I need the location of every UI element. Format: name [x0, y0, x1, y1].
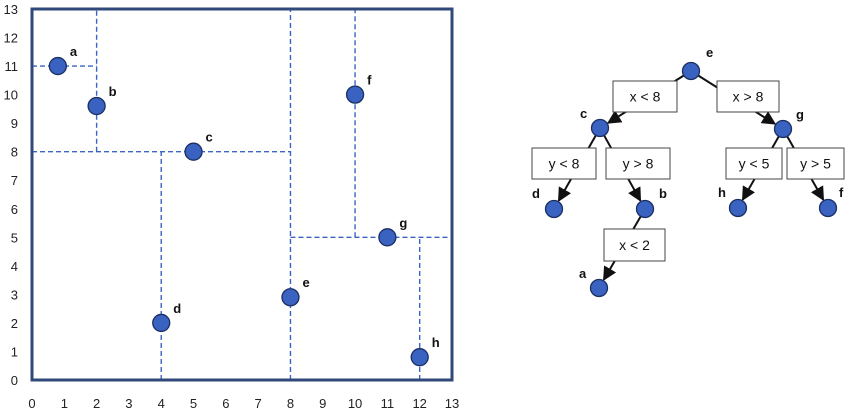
tree-node-label-b: b	[659, 186, 667, 201]
tree-edges	[557, 74, 825, 282]
x-tick-label: 7	[255, 396, 262, 411]
y-tick-label: 12	[4, 31, 18, 46]
point-label-g: g	[399, 215, 407, 230]
point-label-h: h	[432, 335, 440, 350]
condition-box-c-d	[531, 147, 597, 180]
tree-node-label-c: c	[580, 106, 587, 121]
x-tick-label: 2	[93, 396, 100, 411]
condition-label-g-f: y > 5	[800, 156, 831, 172]
point-g	[378, 228, 397, 247]
point-label-a: a	[70, 44, 78, 59]
tree-node-h	[728, 198, 748, 218]
tree-node-c	[590, 118, 610, 138]
condition-box-g-h	[725, 147, 783, 180]
condition-box-c-b	[605, 147, 671, 180]
y-tick-label: 4	[11, 259, 18, 274]
condition-label-e-c: x < 8	[630, 89, 661, 105]
x-tick-label: 9	[319, 396, 326, 411]
point-label-e: e	[302, 275, 309, 290]
x-tick-label: 8	[287, 396, 294, 411]
point-b	[87, 96, 106, 116]
y-tick-label: 5	[11, 230, 18, 245]
x-tick-label: 11	[381, 396, 395, 411]
tree-node-label-f: f	[839, 185, 844, 200]
point-f	[345, 85, 365, 104]
y-tick-label: 0	[11, 373, 18, 388]
split-condition-boxes: x < 8 x > 8 y < 8 y > 8 y < 5 y > 5 x < 2	[531, 80, 845, 262]
x-tick-label: 12	[412, 396, 426, 411]
condition-label-c-b: y > 8	[623, 156, 654, 172]
x-tick-label: 5	[190, 396, 197, 411]
condition-box-g-f	[786, 147, 845, 180]
tree-node-label-h: h	[718, 185, 726, 200]
y-tick-label: 1	[11, 344, 18, 359]
condition-label-c-d: y < 8	[549, 156, 580, 172]
tree-node-label-a: a	[579, 266, 587, 281]
point-label-b: b	[109, 84, 117, 99]
y-tick-label: 9	[11, 116, 18, 131]
y-tick-label: 7	[11, 173, 18, 188]
y-tick-label: 10	[4, 88, 18, 103]
x-tick-label: 4	[158, 396, 165, 411]
data-points: a b c d e f g h	[48, 44, 440, 367]
tree-node-label-g: g	[796, 107, 804, 122]
y-tick-label: 2	[11, 316, 18, 331]
point-a	[48, 56, 67, 76]
point-e	[281, 288, 300, 307]
point-label-d: d	[173, 301, 181, 316]
tree-node-b	[635, 199, 655, 219]
tree-node-label-e: e	[706, 45, 713, 60]
x-tick-label: 0	[28, 396, 35, 411]
y-tick-label: 13	[4, 2, 18, 17]
tree-nodes: e c g d b h f a	[532, 45, 844, 298]
point-c	[184, 142, 203, 161]
x-tick-label: 13	[445, 396, 459, 411]
tree-node-a	[589, 278, 609, 298]
point-d	[152, 313, 171, 333]
condition-label-e-g: x > 8	[733, 89, 764, 105]
point-h	[410, 348, 429, 367]
tree-node-d	[544, 199, 564, 219]
condition-label-g-h: y < 5	[739, 156, 770, 172]
point-label-f: f	[367, 73, 372, 88]
y-tick-label: 6	[11, 202, 18, 217]
condition-box-b-a	[603, 228, 666, 262]
point-label-c: c	[206, 130, 213, 145]
tree-node-label-d: d	[532, 186, 540, 201]
y-tick-label: 11	[5, 59, 19, 74]
y-tick-label: 3	[11, 287, 18, 302]
x-tick-label: 1	[61, 396, 68, 411]
condition-label-b-a: x < 2	[619, 237, 650, 253]
tree-node-g	[773, 119, 793, 139]
split-lines	[32, 9, 452, 380]
y-tick-label: 8	[11, 145, 18, 160]
tree-node-e	[681, 61, 701, 81]
x-tick-label: 6	[222, 396, 229, 411]
condition-box-e-g	[716, 80, 780, 113]
x-tick-label: 3	[125, 396, 132, 411]
x-tick-label: 10	[348, 396, 362, 411]
plot-frame	[30, 7, 454, 382]
tree-node-f	[818, 198, 838, 218]
condition-box-e-c	[612, 80, 678, 113]
